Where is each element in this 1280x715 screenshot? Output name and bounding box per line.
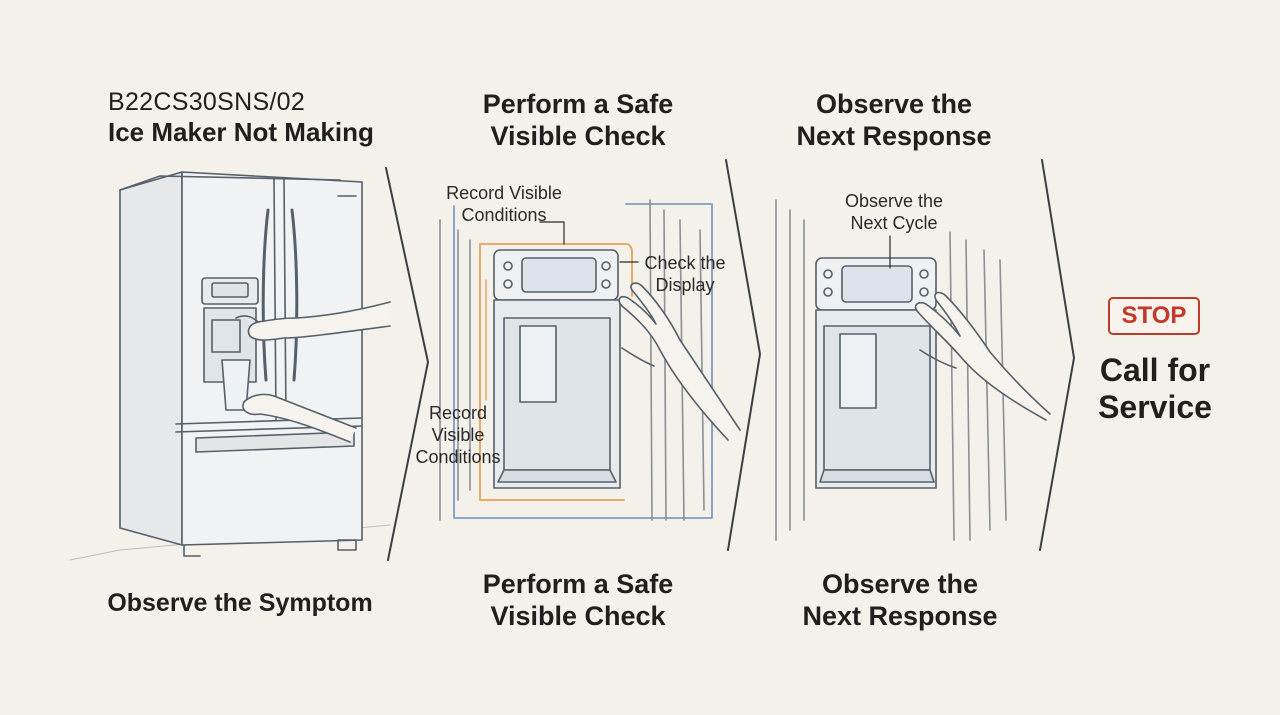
symptom-title: Ice Maker Not Making [108,117,374,147]
callout-record-visible-conditions-left: Record Visible Conditions [415,403,501,467]
step-1-caption: Observe the Symptom [107,589,373,617]
model-number: B22CS30SNS/02 [108,88,306,116]
callout-record-visible-conditions-top: Record Visible Conditions [446,183,562,225]
step-3-caption: Observe the Next Response [802,569,998,631]
refrigerator-illustration [69,171,391,561]
callout-check-the-display: Check the Display [644,253,726,295]
callout-observe-next-cycle: Observe the Next Cycle [844,191,944,233]
chevron-arrow-icon [1039,159,1075,551]
call-for-service-label: Call for Service [1098,352,1212,425]
step-3-title: Observe the Next Response [796,89,992,151]
chevron-arrow-icon [385,167,429,561]
step-2-caption: Perform a Safe Visible Check [482,569,674,631]
dispenser-closeup-step3 [775,199,1051,541]
stop-badge: STOP [1108,297,1200,335]
chevron-arrow-icon [725,159,761,551]
step-2-title: Perform a Safe Visible Check [482,89,674,151]
dispenser-closeup-step2 [439,199,741,521]
